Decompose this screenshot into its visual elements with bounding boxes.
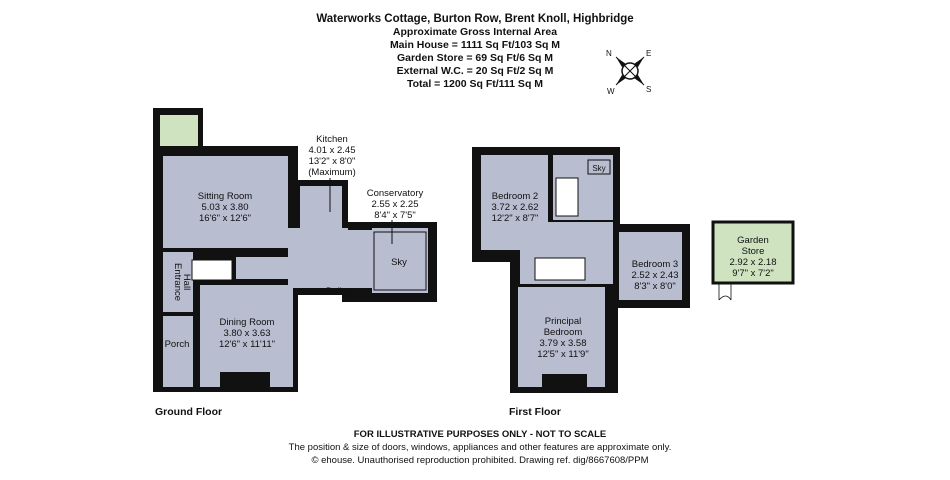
- conservatory-name: Conservatory: [367, 188, 424, 199]
- entrance-hall-line2: Hall: [181, 274, 192, 290]
- kitchen-name: Kitchen: [316, 134, 348, 145]
- kitchen-note: (Maximum): [308, 167, 356, 178]
- sitting-room-name: Sitting Room: [198, 191, 252, 202]
- first-floor-staircase: [534, 257, 586, 281]
- porch-label: Porch: [165, 339, 190, 350]
- sitting-room-imperial: 16'6" x 12'6": [199, 213, 251, 224]
- garden-store-door: [718, 283, 732, 301]
- bedroom-2-metric: 3.72 x 2.62: [491, 202, 538, 213]
- dining-room-metric: 3.80 x 3.63: [223, 328, 270, 339]
- footer: FOR ILLUSTRATIVE PURPOSES ONLY - NOT TO …: [289, 429, 672, 466]
- external-wc: [160, 115, 198, 146]
- bathroom-sky-label: Sky: [592, 164, 605, 173]
- first-floor-label: First Floor: [509, 406, 561, 418]
- garden-store-name-1: Garden: [737, 235, 769, 246]
- kitchen-metric: 4.01 x 2.45: [308, 145, 355, 156]
- garden-store: [711, 220, 795, 285]
- area-total: Total = 1200 Sq Ft/111 Sq M: [407, 78, 543, 90]
- kitchen-imperial: 13'2" x 8'0": [309, 156, 356, 167]
- compass-w: W: [607, 87, 615, 96]
- disclaimer-note: The position & size of doors, windows, a…: [289, 442, 672, 453]
- bedroom-3-imperial: 8'3" x 8'0": [634, 281, 676, 292]
- bedroom-3: [619, 232, 682, 300]
- dining-room-name: Dining Room: [220, 317, 275, 328]
- garden-store-plan: Garden Store 2.92 x 2.18 9'7" x 7'2": [711, 220, 795, 301]
- conservatory: [372, 228, 428, 293]
- sitting-room-metric: 5.03 x 3.80: [201, 202, 248, 213]
- garden-store-metric: 2.92 x 2.18: [729, 257, 776, 268]
- compass-e: E: [646, 49, 651, 58]
- principal-name-2: Bedroom: [544, 327, 583, 338]
- porch: [163, 316, 193, 387]
- principal-imperial: 12'5" x 11'9": [537, 349, 588, 360]
- entrance-hall: [163, 252, 193, 312]
- disclaimer: FOR ILLUSTRATIVE PURPOSES ONLY - NOT TO …: [354, 429, 606, 440]
- roof-light: [373, 231, 427, 291]
- header: Waterworks Cottage, Burton Row, Brent Kn…: [316, 13, 633, 90]
- ground-floor-label: Ground Floor: [155, 406, 222, 418]
- bedroom-2-imperial: 12'2" x 8'7": [492, 213, 539, 224]
- area-main-house: Main House = 1111 Sq Ft/103 Sq M: [390, 39, 560, 51]
- area-external-wc: External W.C. = 20 Sq Ft/2 Sq M: [397, 65, 554, 77]
- dining-room: [200, 285, 293, 387]
- dining-room-imperial: 12'6" x 11'11": [219, 339, 275, 350]
- boiler-label: Boiler: [326, 286, 350, 297]
- sitting-room: [163, 156, 288, 248]
- garden-store-name-2: Store: [742, 246, 765, 257]
- bedroom-3-metric: 2.52 x 2.43: [631, 270, 678, 281]
- compass-s: S: [646, 85, 651, 94]
- compass-icon: N E W S: [606, 49, 651, 96]
- principal-name-1: Principal: [545, 316, 581, 327]
- conservatory-imperial: 8'4" x 7'5": [374, 210, 416, 221]
- area-subtitle: Approximate Gross Internal Area: [393, 26, 557, 38]
- bedroom-3-name: Bedroom 3: [632, 259, 678, 270]
- principal-bedroom: [518, 287, 605, 387]
- principal-metric: 3.79 x 3.58: [539, 338, 586, 349]
- bedroom-2-name: Bedroom 2: [492, 191, 538, 202]
- bath: [555, 177, 579, 217]
- sky-label: Sky: [391, 257, 407, 268]
- garden-store-imperial: 9'7" x 7'2": [732, 268, 774, 279]
- ground-floor-plan: Sitting Room 5.03 x 3.80 16'6" x 12'6" K…: [153, 108, 437, 418]
- first-floor-plan: Sky Bedroom 2 3.72 x 2.62 12'2" x 8'7" B…: [472, 147, 690, 418]
- conservatory-metric: 2.55 x 2.25: [371, 199, 418, 210]
- property-title: Waterworks Cottage, Burton Row, Brent Kn…: [316, 13, 633, 25]
- compass-n: N: [606, 49, 612, 58]
- staircase: [191, 259, 233, 281]
- entrance-hall-line1: Entrance: [172, 263, 183, 301]
- copyright: © ehouse. Unauthorised reproduction proh…: [311, 455, 648, 466]
- area-garden-store: Garden Store = 69 Sq Ft/6 Sq M: [397, 52, 553, 64]
